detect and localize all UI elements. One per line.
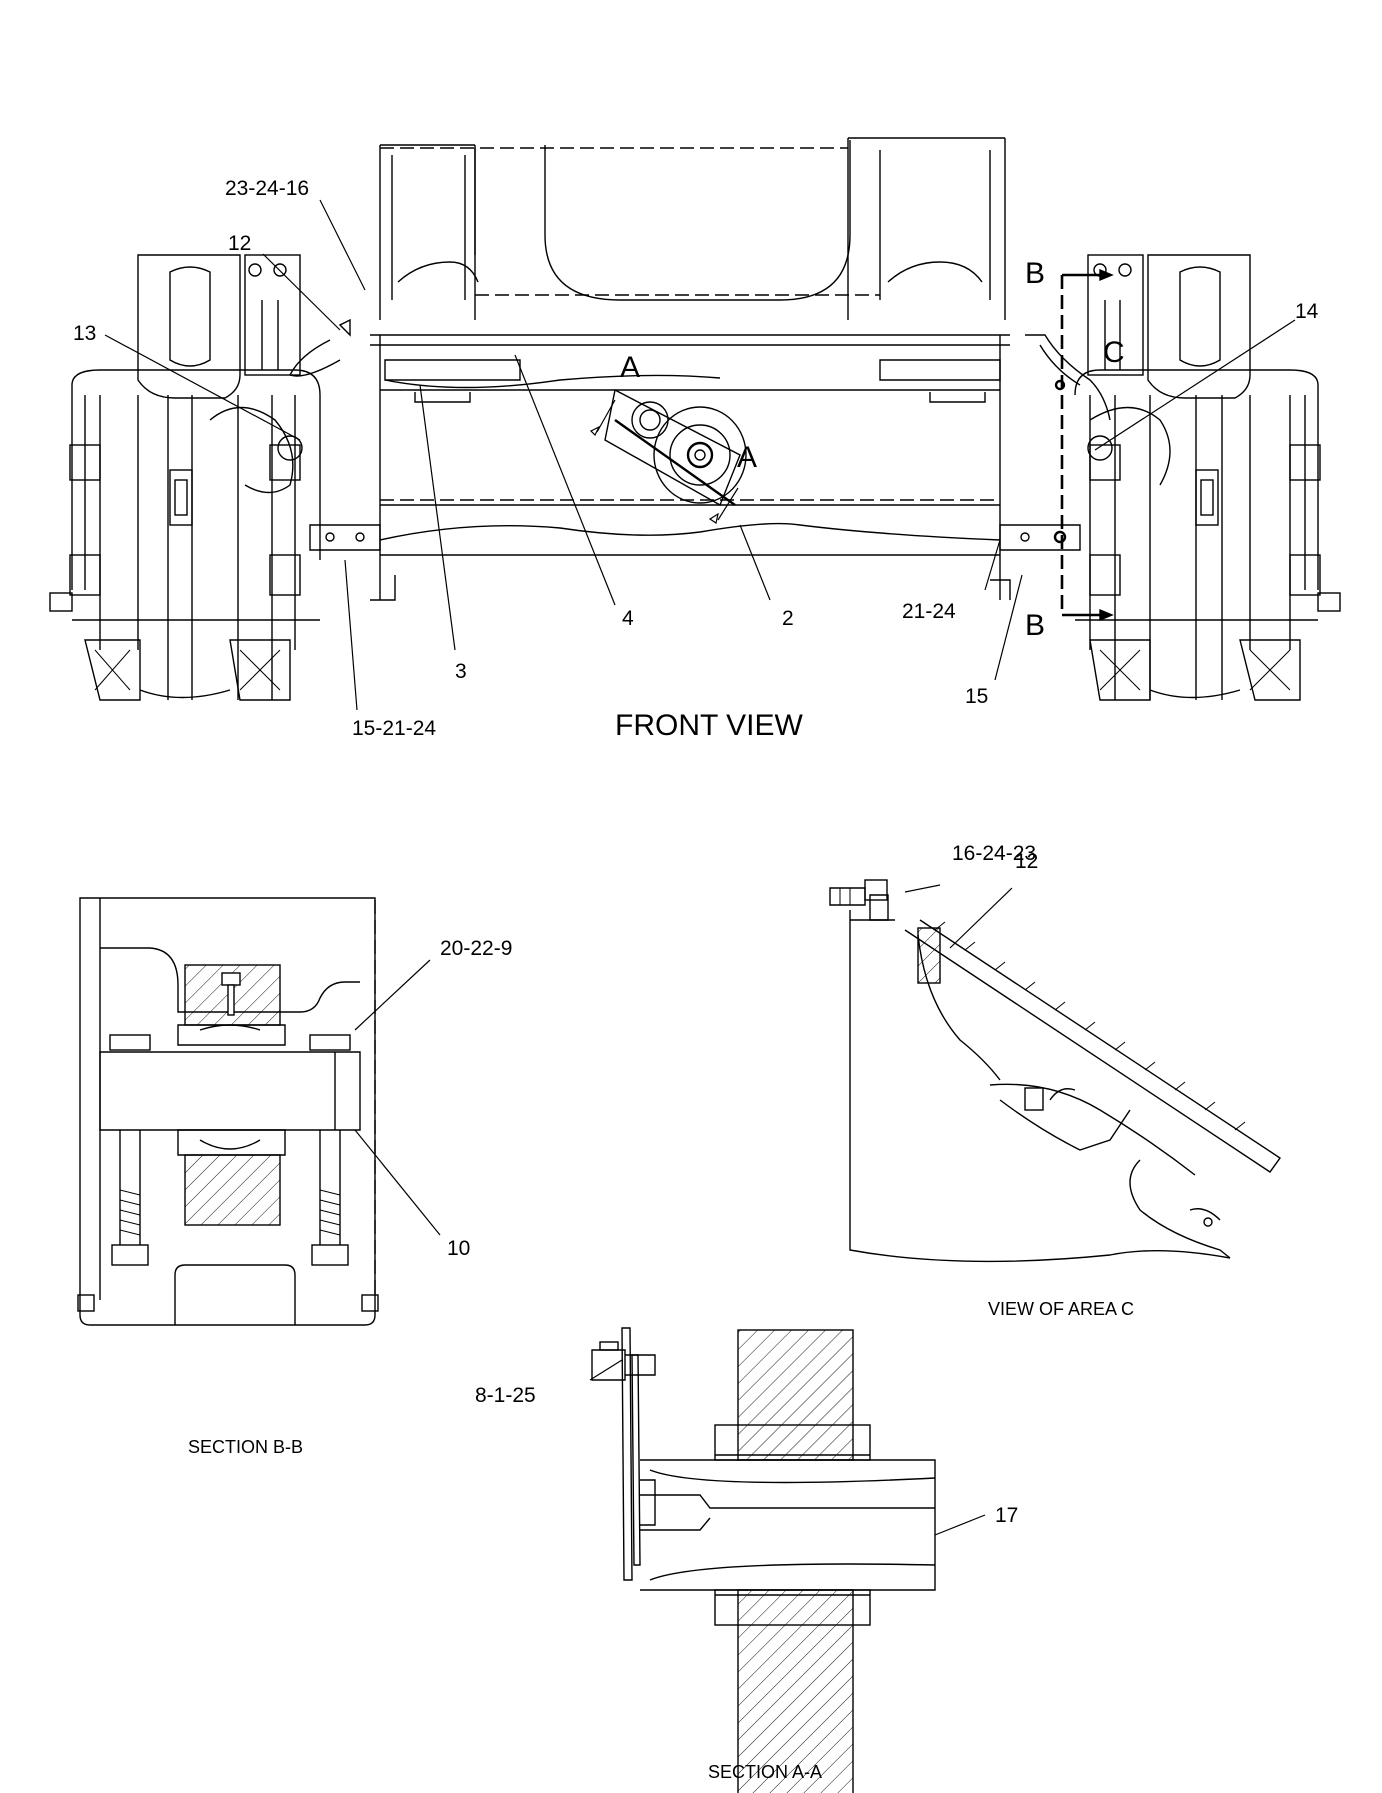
callout-21-24: 21-24 (902, 600, 956, 623)
callout-2: 2 (782, 607, 794, 630)
callout-15: 15 (965, 685, 988, 708)
view-area-c-title: VIEW OF AREA C (988, 1299, 1134, 1319)
section-bb-drawing (77, 897, 441, 1326)
center-pivot (589, 388, 747, 524)
right-wheel-assembly (1074, 254, 1341, 701)
callout-8-1-25: 8-1-25 (475, 1384, 536, 1407)
callout-4: 4 (622, 607, 634, 630)
front-view-title: FRONT VIEW (615, 709, 803, 742)
callout-23-24-16: 23-24-16 (225, 177, 309, 200)
section-marker-b-bottom: B (1025, 609, 1045, 642)
callout-12-area-c: 12 (1015, 850, 1038, 873)
callout-12-front: 12 (228, 232, 251, 255)
front-view-drawing (49, 137, 1341, 701)
callout-17: 17 (995, 1504, 1018, 1527)
section-aa-title: SECTION A-A (708, 1762, 822, 1782)
section-marker-b-top: B (1025, 257, 1045, 290)
callout-16-24-23: 16-24-23 (952, 842, 1036, 865)
section-bb-title: SECTION B-B (188, 1437, 303, 1457)
section-marker-a-right: A (737, 441, 757, 474)
callout-15-21-24: 15-21-24 (352, 717, 436, 740)
section-line-bb (1060, 268, 1114, 622)
front-view-leaders (104, 199, 1296, 711)
left-wheel-assembly (49, 254, 321, 701)
callout-14: 14 (1295, 300, 1319, 323)
section-aa-drawing (589, 1327, 986, 1793)
callout-20-22-9: 20-22-9 (440, 937, 512, 960)
callout-10: 10 (447, 1237, 470, 1260)
callout-13: 13 (73, 322, 96, 345)
view-area-c-drawing (829, 879, 1281, 1263)
callout-3: 3 (455, 660, 467, 683)
section-marker-a-top: A (620, 351, 640, 384)
area-marker-c: C (1103, 336, 1125, 369)
